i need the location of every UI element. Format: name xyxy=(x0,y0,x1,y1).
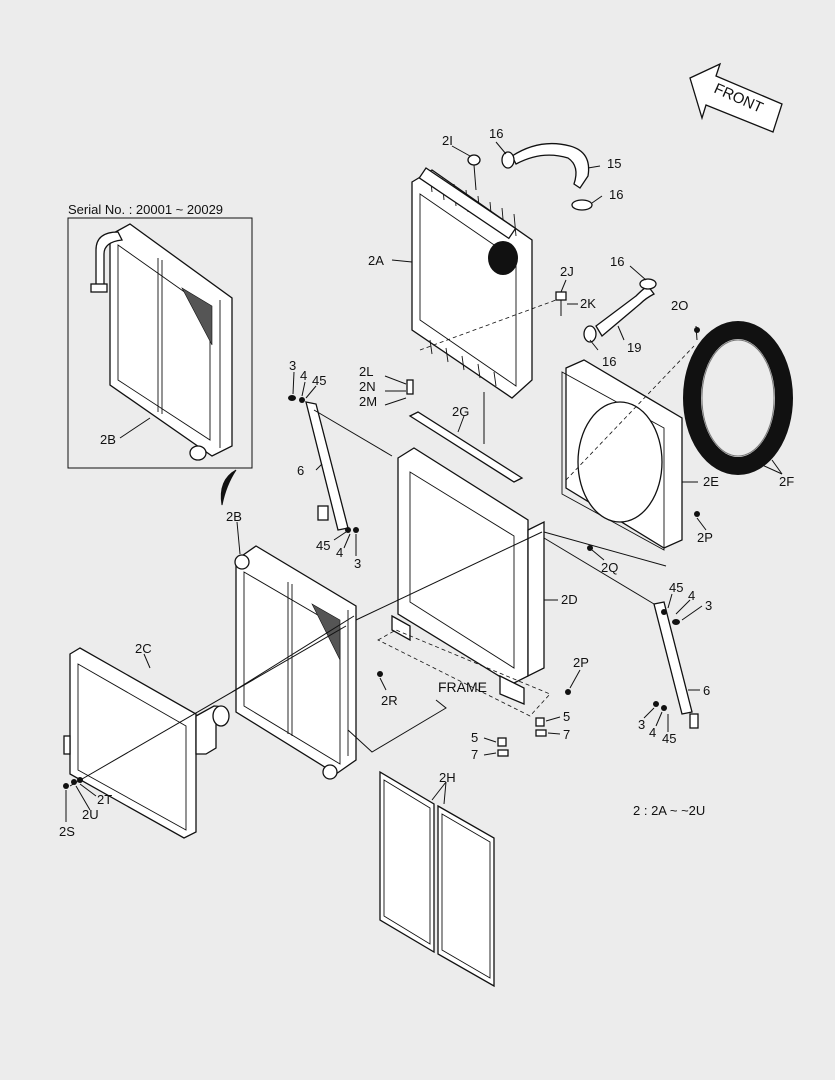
callout-2J: 2J xyxy=(560,264,574,279)
cooler-2C: 2C 2T 2U 2S xyxy=(59,615,355,839)
callout-2K: 2K xyxy=(580,296,596,311)
callout-5b: 5 xyxy=(471,730,478,745)
callout-6a: 6 xyxy=(297,463,304,478)
callout-45d: 45 xyxy=(662,731,676,746)
callout-4b: 4 xyxy=(336,545,343,560)
mount-2R: 2R xyxy=(347,671,447,753)
lower-hose-19: 16 19 16 xyxy=(583,254,657,369)
callout-15: 15 xyxy=(607,156,621,171)
callout-2O: 2O xyxy=(671,298,688,313)
callout-16a: 16 xyxy=(489,126,503,141)
callout-3c: 3 xyxy=(705,598,712,613)
upper-hose-15: 15 16 16 xyxy=(489,126,623,211)
radiator-2A: 2A 2I 2J 2K xyxy=(368,133,596,399)
callout-19: 19 xyxy=(627,340,641,355)
assembly-note: 2 : 2A ~ ~2U xyxy=(633,803,705,818)
callout-3b: 3 xyxy=(354,556,361,571)
stay-rod-6-right: 45 4 3 6 3 4 45 xyxy=(543,537,712,746)
screw-2Q: 2Q xyxy=(543,531,667,575)
callout-4a: 4 xyxy=(300,368,307,383)
inset-serial-title: Serial No. : 20001 ~ 20029 xyxy=(68,202,223,217)
callout-2B-inset: 2B xyxy=(100,432,116,447)
callout-3d: 3 xyxy=(638,717,645,732)
callout-16c: 16 xyxy=(602,354,616,369)
callout-2F: 2F xyxy=(779,474,794,489)
callout-45a: 45 xyxy=(312,373,326,388)
radiator-2B: 2B xyxy=(226,509,543,780)
callout-5a: 5 xyxy=(563,709,570,724)
inset-transfer-arrow xyxy=(220,469,237,506)
callout-2Q: 2Q xyxy=(601,560,618,575)
callout-2M: 2M xyxy=(359,394,377,409)
panels-2H: 2H xyxy=(379,770,495,988)
frame-2D: 2G 2D FRAME xyxy=(377,392,578,717)
mount-bolts: 2P 5 7 5 7 xyxy=(471,655,589,762)
callout-7b: 7 xyxy=(471,747,478,762)
callout-2B: 2B xyxy=(226,509,242,524)
callout-2R: 2R xyxy=(381,693,398,708)
callout-2C: 2C xyxy=(135,641,152,656)
callout-2T: 2T xyxy=(97,792,112,807)
callout-2Pb: 2P xyxy=(573,655,589,670)
brackets-2L-2N-2M: 2L 2N 2M xyxy=(359,364,414,409)
callout-2E: 2E xyxy=(703,474,719,489)
callout-2H: 2H xyxy=(439,770,456,785)
callout-45b: 45 xyxy=(316,538,330,553)
callout-6b: 6 xyxy=(703,683,710,698)
callout-16d: 16 xyxy=(610,254,624,269)
fan-ring-2F: 2F xyxy=(683,321,794,489)
serial-inset-box: Serial No. : 20001 ~ 20029 2B xyxy=(67,202,253,469)
callout-4d: 4 xyxy=(649,725,656,740)
callout-2N: 2N xyxy=(359,379,376,394)
callout-2G: 2G xyxy=(452,404,469,419)
callout-4c: 4 xyxy=(688,588,695,603)
callout-45c: 45 xyxy=(669,580,683,595)
callout-16b: 16 xyxy=(609,187,623,202)
callout-3a: 3 xyxy=(289,358,296,373)
callout-7a: 7 xyxy=(563,727,570,742)
shroud-2E: 2E 2O 2P xyxy=(561,298,719,551)
callout-2U: 2U xyxy=(82,807,99,822)
front-direction-arrow: FRONT xyxy=(689,62,783,133)
frame-label: FRAME xyxy=(438,679,487,695)
stay-rod-6-left: 3 4 45 6 45 4 3 xyxy=(288,358,393,571)
callout-2D: 2D xyxy=(561,592,578,607)
callout-2A: 2A xyxy=(368,253,384,268)
callout-2P: 2P xyxy=(697,530,713,545)
callout-2S: 2S xyxy=(59,824,75,839)
callout-2I: 2I xyxy=(442,133,453,148)
callout-2L: 2L xyxy=(359,364,373,379)
